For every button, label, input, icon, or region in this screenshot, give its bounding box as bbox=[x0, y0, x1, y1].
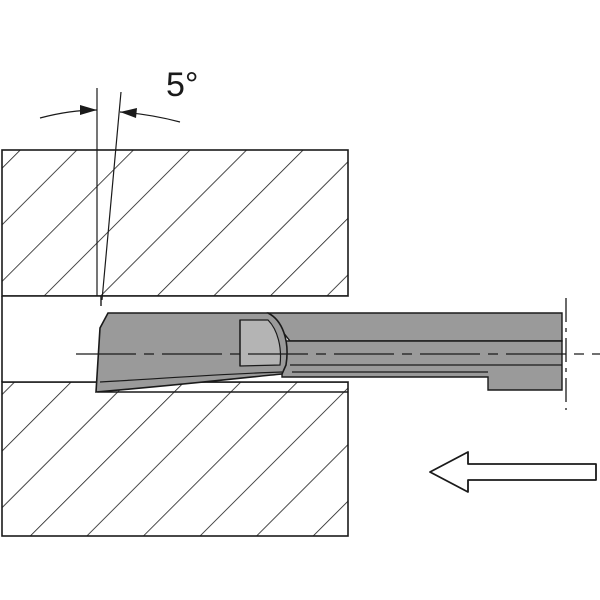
tool-shank bbox=[266, 312, 563, 391]
angle-dimension-arc bbox=[39, 105, 181, 123]
workpiece-upper-section bbox=[1, 149, 349, 297]
angle-construction-lines bbox=[96, 88, 122, 301]
feed-direction-arrow-icon bbox=[429, 451, 597, 493]
workpiece-lower-section bbox=[1, 381, 349, 537]
angle-label: 5° bbox=[166, 66, 199, 104]
